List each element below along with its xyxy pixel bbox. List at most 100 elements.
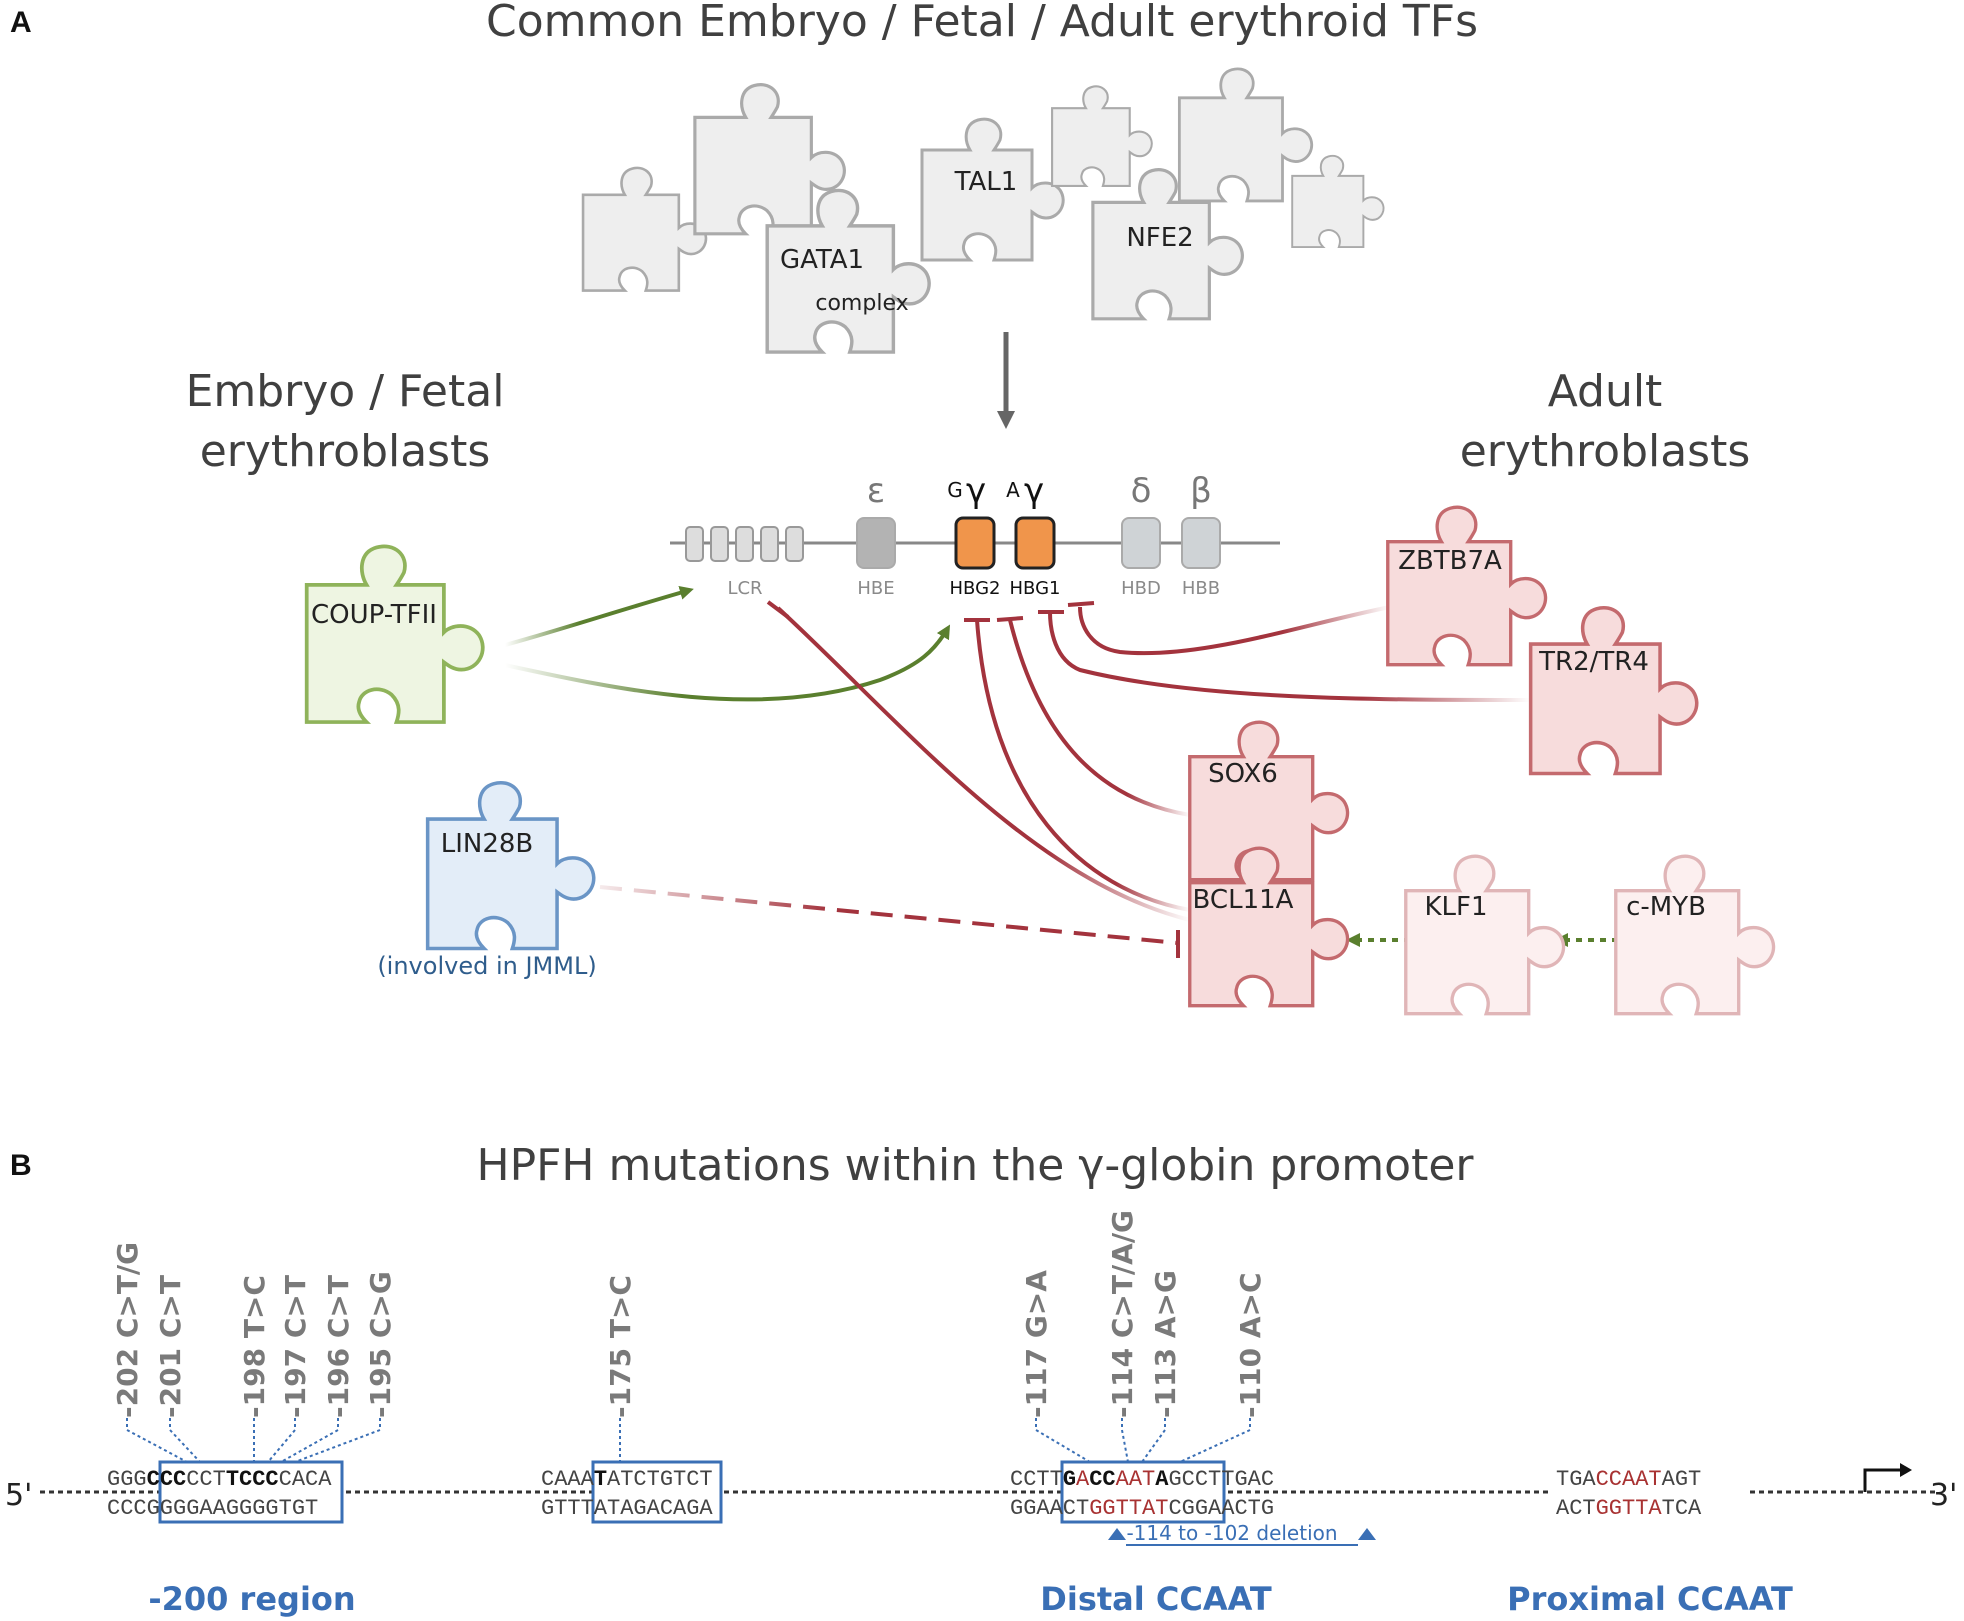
panel-a-title: Common Embryo / Fetal / Adult erythroid … [486, 0, 1478, 47]
region-200-box [158, 1460, 344, 1524]
tf-label-tr2tr4: TR2/TR4 [1538, 647, 1649, 677]
common-tf-cluster [581, 67, 1385, 354]
deletion-label: -114 to -102 deletion [1126, 1521, 1337, 1545]
tf-label-cmyb: c-MYB [1626, 892, 1706, 922]
edge-lin28b-represses-bcl11a [599, 885, 1179, 945]
puzzle-piece-tr2tr4 [1528, 605, 1699, 776]
panel-b-letter: B [10, 1149, 32, 1182]
greek-sup-a: A [1006, 478, 1020, 502]
proximal-backdrop [1550, 1466, 1750, 1518]
repress-bar [996, 616, 1024, 622]
tf-label-sox6: SOX6 [1208, 759, 1278, 789]
edge-couptfii-to-lcr [504, 586, 694, 647]
region-200: GGGCCCCCTTCCCCACA CCCGGGGAAGGGGTGT -202 … [107, 1242, 397, 1618]
puzzle-piece-zbtb7a [1386, 505, 1548, 667]
panel-a-letter: A [10, 6, 32, 39]
region-175-box [591, 1460, 723, 1524]
leader-line [126, 1418, 188, 1463]
distal-label: Distal CCAAT [1040, 1580, 1272, 1618]
proximal-top-seq: TGACCAATAGT [1556, 1467, 1701, 1492]
leader-line [1141, 1418, 1166, 1463]
mutation-label: -202 C>T/G [111, 1242, 144, 1418]
lcr-box [685, 526, 704, 562]
greek-sup-g: G [947, 478, 963, 502]
puzzle-piece-couptfii [304, 544, 485, 724]
tf-label-tal1: TAL1 [954, 167, 1018, 197]
region-200-bottom-seq: CCCGGGGAAGGGGTGT [107, 1496, 318, 1521]
gene-hbd [1121, 517, 1161, 569]
panel-b-title: HPFH mutations within the γ-globin promo… [477, 1140, 1475, 1191]
mutation-label: -198 T>C [238, 1275, 271, 1418]
gene-hbe [856, 517, 896, 569]
mutation-label: -175 T>C [604, 1275, 637, 1418]
repress-bar [1067, 601, 1095, 607]
puzzle-piece-grey [1291, 154, 1385, 249]
tf-label-gata1: GATA1 [780, 245, 864, 275]
distal-mutation-labels: -117 G>A -114 C>T/A/G -113 A>G -110 A>C [1020, 1210, 1267, 1418]
greek-delta: δ [1131, 471, 1152, 511]
greek-gamma-g: γ [966, 471, 986, 511]
lin28b-note: (involved in JMML) [377, 952, 596, 980]
edge-bcl11a-represses-lcr [776, 606, 1191, 922]
mutation-label: -197 C>T [279, 1275, 312, 1418]
region-175-bottom-seq: GTTTATAGACAGA [541, 1496, 713, 1521]
leader-line [1035, 1418, 1091, 1463]
gene-label-hbb: HBB [1182, 578, 1220, 599]
leader-line [294, 1418, 381, 1463]
edge-bcl11a-represses-hbg [975, 619, 1191, 912]
edge-tr2tr4-represses-hbg [1048, 611, 1531, 702]
edge-zbtb7a-represses-hbg [1078, 605, 1391, 656]
mutation-label: -114 C>T/A/G [1106, 1210, 1139, 1418]
mutation-label: -113 A>G [1149, 1270, 1182, 1418]
tf-label-zbtb7a: ZBTB7A [1398, 546, 1502, 576]
puzzle-piece-grey [581, 166, 708, 292]
tf-label-nfe2: NFE2 [1126, 223, 1193, 253]
tf-label-klf1: KLF1 [1424, 892, 1487, 922]
lcr-box [735, 526, 754, 562]
edge-sox6-represses-hbg [1008, 619, 1191, 817]
region-200-top-seq: GGGCCCCCTTCCCCACA [107, 1467, 332, 1492]
mutation-label: -117 G>A [1020, 1270, 1053, 1418]
region-proximal-ccaat: TGACCAATAGT ACTGGTTATCA Proximal CCAAT [1507, 1466, 1793, 1618]
distal-top-seq: CCTTGACCAATAGCCTTGAC [1010, 1467, 1274, 1492]
three-prime-label: 3' [1930, 1478, 1957, 1513]
mutation-label: -196 C>T [322, 1275, 355, 1418]
distal-leader-lines [1035, 1418, 1251, 1463]
globin-locus: ε G γ A γ δ β LCR HBE HBG2 HBG1 HBD HBB [670, 471, 1280, 599]
mutation-label: -195 C>G [364, 1271, 397, 1418]
five-prime-label: 5' [5, 1478, 32, 1513]
deletion-end-marker [1358, 1528, 1376, 1540]
leader-line [1121, 1418, 1129, 1463]
leader-line [1179, 1418, 1251, 1463]
distal-bottom-seq: GGAACTGGTTATCGGAACTG [1010, 1496, 1274, 1521]
lcr-box [710, 526, 729, 562]
lcr-boxes [685, 526, 804, 562]
proximal-label: Proximal CCAAT [1507, 1580, 1793, 1618]
leader-line [169, 1418, 201, 1463]
leader-line [267, 1418, 296, 1463]
regulatory-edges [504, 586, 1618, 958]
region-distal-ccaat: CCTTGACCAATAGCCTTGAC GGAACTGGTTATCGGAACT… [1010, 1210, 1376, 1618]
region-200-label: -200 region [148, 1580, 355, 1618]
tf-label-couptfii: COUP-TFII [311, 600, 437, 630]
leader-line [280, 1418, 339, 1463]
lcr-box [760, 526, 779, 562]
gene-label-hbg2: HBG2 [950, 578, 1001, 599]
adult-heading-line-2: erythroblasts [1460, 426, 1751, 477]
puzzle-piece-lin28b [425, 780, 596, 951]
deletion-start-marker [1108, 1528, 1126, 1540]
mutation-label: -201 C>T [154, 1275, 187, 1418]
puzzle-piece-grey [1051, 85, 1153, 187]
tf-label-complex: complex [815, 291, 908, 316]
repress-bar [766, 600, 790, 619]
region-200-mutation-labels: -202 C>T/G -201 C>T -198 T>C -197 C>T -1… [111, 1242, 397, 1418]
gene-label-hbd: HBD [1121, 578, 1161, 599]
fetal-heading-line-1: Embryo / Fetal [186, 366, 505, 417]
region-200-leader-lines [126, 1418, 381, 1463]
tf-label-bcl11a: BCL11A [1193, 885, 1294, 915]
puzzle-piece-klf1 [1404, 854, 1566, 1016]
distal-box [1060, 1460, 1226, 1524]
region-175: CAAATATCTGTCT GTTTATAGACAGA -175 T>C [541, 1275, 723, 1524]
region-175-top-seq: CAAATATCTGTCT [541, 1467, 713, 1492]
